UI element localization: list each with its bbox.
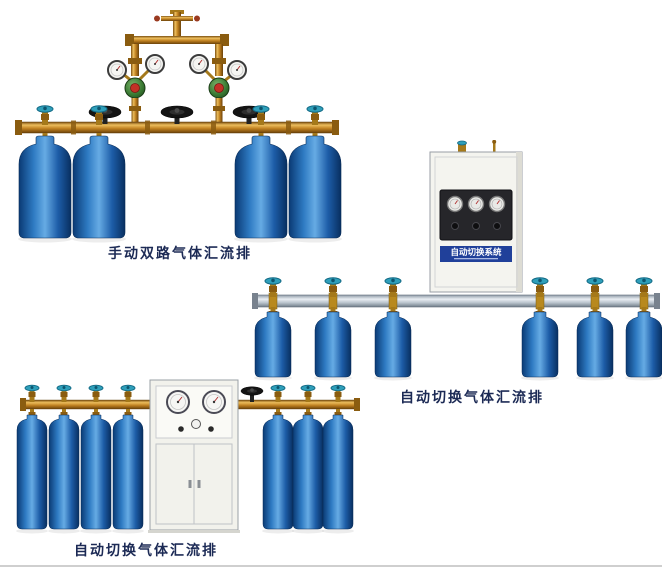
gas-cylinder xyxy=(112,414,144,530)
pressure-gauge xyxy=(189,54,209,74)
panel-gauge xyxy=(166,390,190,414)
pressure-gauge xyxy=(107,60,127,80)
pressure-gauge xyxy=(145,54,165,74)
top-tee-assembly xyxy=(125,10,229,76)
control-cabinet: 自动切换系统 xyxy=(429,151,523,293)
cabinet-label-text: 自动切换系统 xyxy=(450,247,502,258)
page-bottom-rule xyxy=(0,565,662,567)
gas-cylinder xyxy=(322,414,354,530)
gas-cylinder xyxy=(314,311,352,378)
manifold-pipe-silver xyxy=(252,293,660,309)
floor-cabinet xyxy=(148,379,240,533)
cylinder-valve xyxy=(635,277,653,298)
panel-gauge-small xyxy=(191,419,201,429)
panel-gauge xyxy=(202,390,226,414)
panel-gauge xyxy=(467,195,485,213)
panel-knob xyxy=(208,426,214,432)
cylinder-valve xyxy=(56,384,72,403)
gas-cylinder xyxy=(72,135,126,239)
caption-auto-switch-floor-manifold: 自动切换气体汇流排 xyxy=(74,543,218,559)
panel-knob xyxy=(451,222,459,230)
cylinder-valve xyxy=(300,384,316,403)
cylinder-valve xyxy=(586,277,604,298)
handwheel-valve xyxy=(240,386,264,403)
panel-knob xyxy=(178,426,184,432)
handwheel-valve xyxy=(160,105,194,125)
panel-gauge xyxy=(488,195,506,213)
gas-cylinder xyxy=(254,311,292,378)
auto-switch-floor-manifold-illustration xyxy=(16,379,360,534)
pressure-regulator-right xyxy=(189,54,247,122)
pressure-regulator-left xyxy=(107,54,165,122)
cylinder-valve xyxy=(88,384,104,403)
cylinder-valve xyxy=(270,384,286,403)
door-handle xyxy=(197,480,201,488)
auto-switch-manifold-illustration: 自动切换系统 xyxy=(252,140,662,381)
cylinder-valve xyxy=(24,384,40,403)
caption-manual-dual-manifold: 手动双路气体汇流排 xyxy=(108,246,252,262)
panel-knob xyxy=(493,222,501,230)
gas-cylinder xyxy=(262,414,294,530)
cylinder-valve xyxy=(120,384,136,403)
caption-auto-switch-manifold: 自动切换气体汇流排 xyxy=(400,390,544,406)
gas-cylinder xyxy=(374,311,412,378)
gas-cylinder xyxy=(625,311,662,378)
cylinder-valve xyxy=(264,277,282,298)
gas-cylinder xyxy=(521,311,559,378)
cabinet-top-fittings xyxy=(457,140,497,152)
panel-gauge xyxy=(446,195,464,213)
gas-cylinder xyxy=(576,311,614,378)
cylinder-valve xyxy=(531,277,549,298)
gas-cylinder xyxy=(18,135,72,239)
cylinder-valve xyxy=(324,277,342,298)
manifold-pipe-right xyxy=(237,398,360,411)
gas-cylinder xyxy=(80,414,112,530)
door-handle xyxy=(188,480,192,488)
pressure-gauge xyxy=(227,60,247,80)
panel-knob xyxy=(472,222,480,230)
gas-cylinder xyxy=(16,414,48,530)
cylinder-valve xyxy=(384,277,402,298)
gas-cylinder xyxy=(292,414,324,530)
manual-dual-manifold-illustration xyxy=(15,10,342,243)
cylinder-valve xyxy=(330,384,346,403)
gas-cylinder xyxy=(48,414,80,530)
